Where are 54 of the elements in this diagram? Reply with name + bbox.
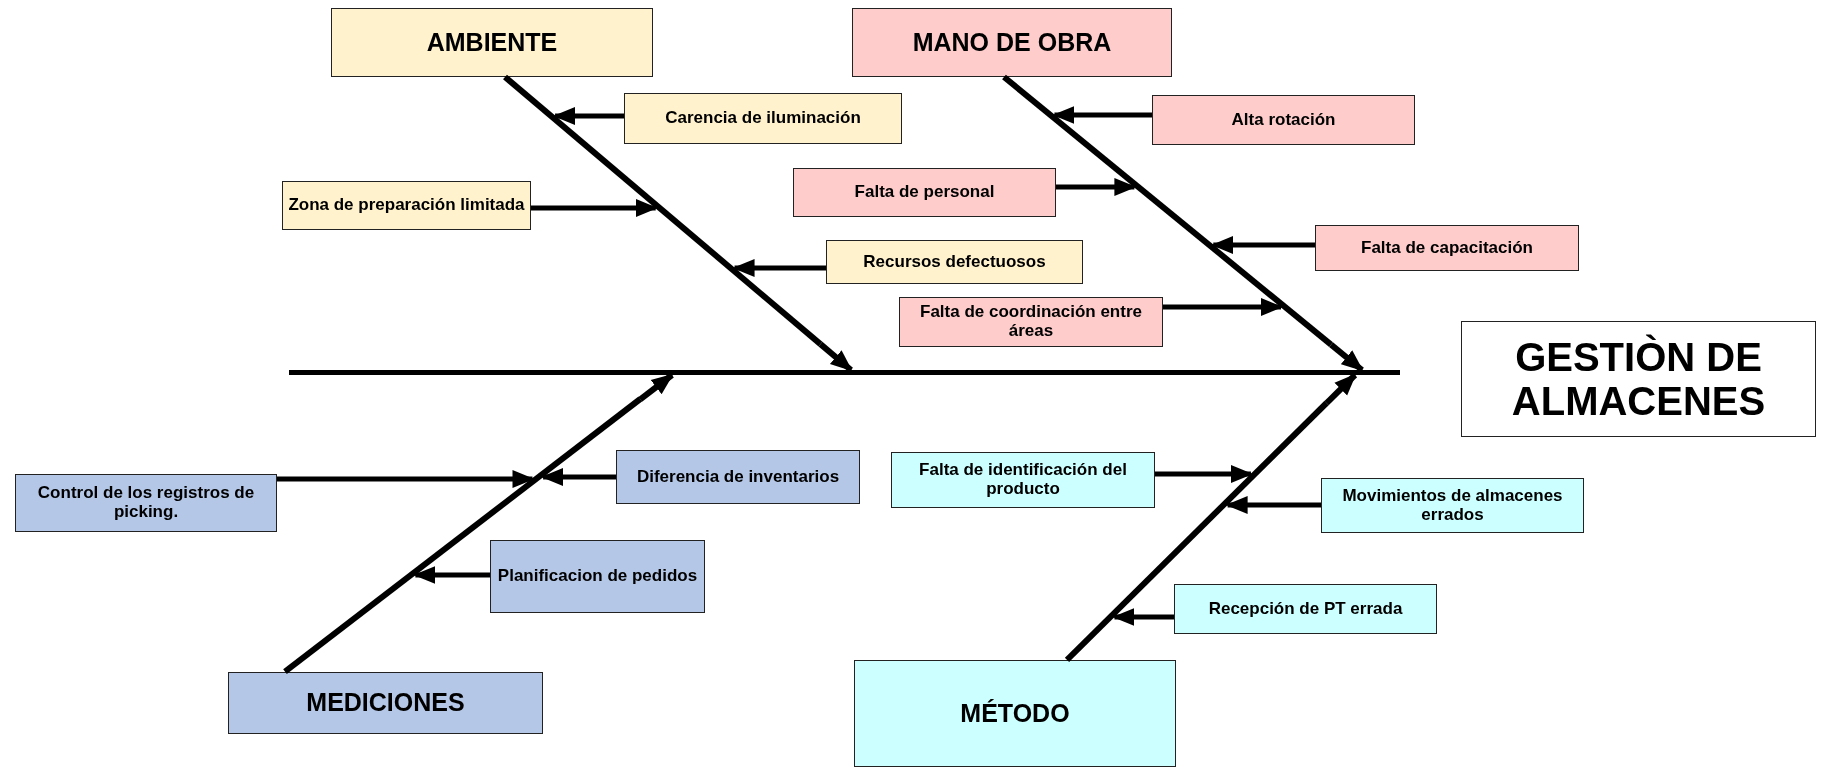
cause-label: Falta de capacitación [1361, 238, 1533, 258]
cause-label: Control de los registros de picking. [36, 484, 256, 522]
category-box [854, 660, 1176, 767]
arrow [531, 199, 658, 217]
arrow [277, 470, 535, 488]
cause-box [282, 181, 531, 230]
bone-arrow [638, 372, 674, 402]
bone-arrow [1324, 372, 1358, 406]
cause-box [15, 474, 277, 532]
cause-box [1152, 95, 1415, 145]
cause-box [1315, 225, 1579, 271]
cause-label: Zona de preparación limitada [288, 196, 525, 215]
cause-label: Falta de personal [854, 183, 995, 202]
cause-label: Diferencia de inventarios [636, 467, 840, 487]
cause-box [616, 450, 860, 504]
arrow [413, 566, 490, 584]
arrow [1211, 236, 1315, 254]
category-label: AMBIENTE [426, 28, 558, 57]
arrow [1052, 106, 1152, 124]
cause-label: Planificacion de pedidos [497, 567, 698, 586]
cause-label: Recepción de PT errada [1208, 599, 1403, 619]
arrow [1112, 608, 1174, 626]
cause-box [793, 168, 1056, 217]
bone-arrow [1329, 342, 1364, 373]
category-box [331, 8, 653, 77]
arrow [1225, 496, 1321, 514]
cause-label: Falta de coordinación entre áreas [919, 303, 1143, 341]
cause-box [826, 240, 1083, 284]
category-box [852, 8, 1172, 77]
cause-box [1174, 584, 1437, 634]
effect-title: GESTIÒN DE ALMACENES [1510, 335, 1767, 423]
arrow [1056, 178, 1137, 196]
cause-box [490, 540, 705, 613]
category-label: MANO DE OBRA [912, 28, 1112, 57]
cause-box [899, 297, 1163, 347]
cause-box [891, 452, 1155, 508]
arrow [732, 259, 826, 277]
arrow [553, 107, 624, 125]
category-box [228, 672, 543, 734]
category-label: MEDICIONES [306, 689, 465, 717]
arrow [541, 468, 616, 486]
cause-label: Alta rotación [1231, 110, 1336, 130]
arrow [1163, 298, 1283, 316]
effect-box [1461, 321, 1816, 437]
cause-label: Recursos defectuosos [863, 252, 1046, 272]
cause-box [624, 93, 902, 144]
arrow [1155, 465, 1253, 483]
cause-label: Carencia de iluminación [665, 109, 861, 128]
bone-arrow [818, 341, 853, 373]
cause-box [1321, 478, 1584, 533]
cause-label: Falta de identificación del producto [918, 461, 1128, 499]
category-label: MÉTODO [960, 699, 1070, 728]
fishbone-spine [289, 370, 1400, 375]
cause-label: Movimientos de almacenes errados [1341, 486, 1564, 525]
